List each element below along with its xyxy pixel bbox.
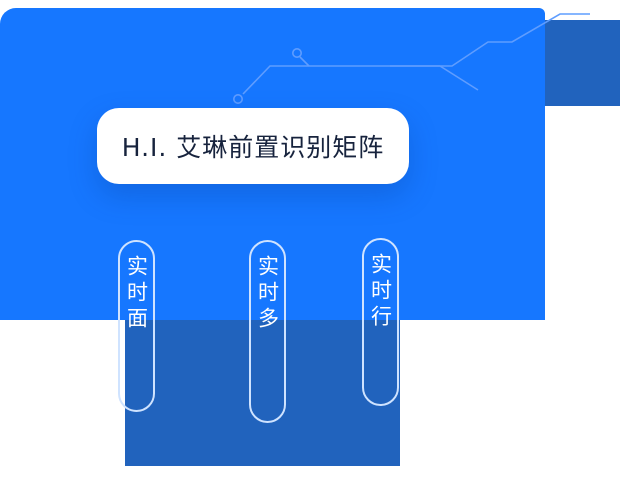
feature-pill-2: 实时多 [249,240,286,423]
title-card: H.I. 艾琳前置识别矩阵 [97,108,409,184]
title-text: H.I. 艾琳前置识别矩阵 [121,133,385,162]
feature-pill-label: 实时行 [368,253,393,331]
feature-pill-1: 实时面 [118,240,155,412]
bottom-accent-block [125,320,400,466]
feature-pill-label: 实时多 [255,255,280,333]
feature-pill-label: 实时面 [124,255,149,333]
feature-pill-3: 实时行 [362,238,399,406]
